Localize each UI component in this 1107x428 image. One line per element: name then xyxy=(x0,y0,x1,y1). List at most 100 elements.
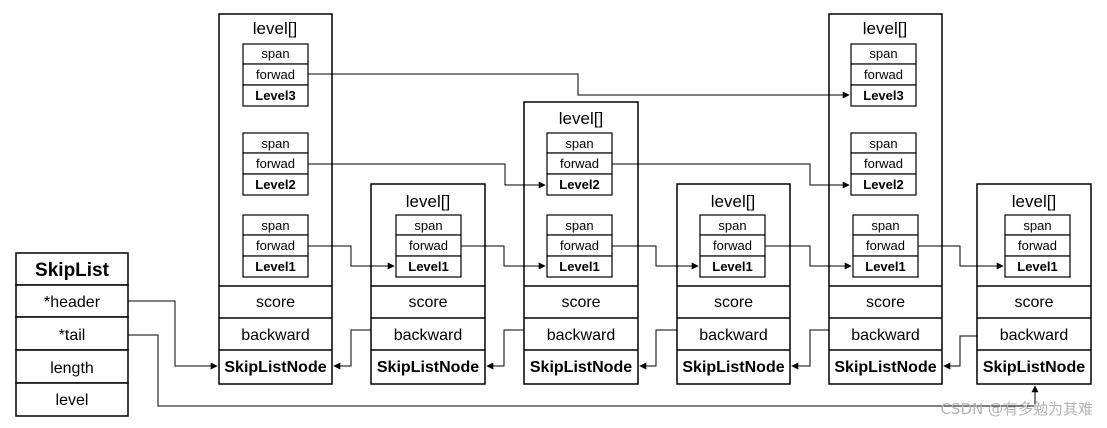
level-header: level[] xyxy=(1012,192,1056,211)
skiplist-node-4: level[] span forwad Level1 score backwar… xyxy=(676,183,791,385)
skiplist-node-5: level[] span forwad Level3 span forwad L… xyxy=(828,13,943,385)
level-field: level xyxy=(56,392,89,409)
level-label: Level3 xyxy=(255,88,295,103)
level-group-level1: span forwad Level1 xyxy=(699,214,766,278)
node-2-frame xyxy=(370,183,486,385)
level-header: level[] xyxy=(406,192,450,211)
span-label: span xyxy=(565,218,593,233)
backward-label: backward xyxy=(1000,327,1068,344)
level-label: Level1 xyxy=(408,259,448,274)
node-name: SkipListNode xyxy=(377,359,479,376)
level-group-level1: span forwad Level1 xyxy=(242,214,309,278)
watermark-text: CSDN @有多勉为其难 xyxy=(940,400,1093,418)
forward-label: forwad xyxy=(866,238,905,253)
score-label: score xyxy=(408,294,447,311)
span-label: span xyxy=(414,218,442,233)
level-header: level[] xyxy=(253,19,297,38)
level-label: Level2 xyxy=(255,177,295,192)
node-name: SkipListNode xyxy=(224,359,326,376)
forward-label: forwad xyxy=(256,67,295,82)
level-group-level3: span forwad Level3 xyxy=(850,43,917,107)
skiplist-node-1: level[] span forwad Level3 span forwad L… xyxy=(218,13,333,385)
score-label: score xyxy=(256,294,295,311)
backward-label: backward xyxy=(699,327,767,344)
level1-forward-arrow xyxy=(765,245,852,270)
backward-label: backward xyxy=(851,327,919,344)
level-label: Level1 xyxy=(1017,259,1057,274)
backward-arrow xyxy=(486,329,524,370)
list-pointers xyxy=(128,300,1039,407)
level-group-level2: span forwad Level2 xyxy=(242,132,309,196)
level-label: Level3 xyxy=(863,88,903,103)
level-header: level[] xyxy=(711,192,755,211)
span-label: span xyxy=(565,136,593,151)
forward-label: forwad xyxy=(1018,238,1057,253)
forward-label: forwad xyxy=(713,238,752,253)
span-label: span xyxy=(261,136,289,151)
node-4-frame xyxy=(676,183,791,385)
score-label: score xyxy=(1014,294,1053,311)
length-field: length xyxy=(50,360,94,377)
span-label: span xyxy=(869,46,897,61)
backward-pointers xyxy=(333,329,977,370)
level-field-cell xyxy=(15,382,129,417)
header-field: *header xyxy=(44,294,101,311)
span-label: span xyxy=(261,218,289,233)
skiplist-title-cell xyxy=(15,252,129,286)
forward-label: forwad xyxy=(864,156,903,171)
forward-label: forwad xyxy=(256,238,295,253)
forward-pointers xyxy=(308,73,1004,270)
level-label: Level1 xyxy=(255,259,295,274)
level1-forward-arrow xyxy=(308,245,395,270)
level1-forward-arrow xyxy=(918,245,1004,270)
level-label: Level1 xyxy=(712,259,752,274)
span-label: span xyxy=(718,218,746,233)
header-field-cell xyxy=(15,284,129,318)
backward-arrow xyxy=(639,329,677,370)
level-label: Level2 xyxy=(559,177,599,192)
header-pointer-arrow xyxy=(128,300,218,370)
span-label: span xyxy=(871,218,899,233)
tail-pointer-arrow xyxy=(128,334,1039,407)
node-6-frame xyxy=(976,183,1092,385)
forward-label: forwad xyxy=(560,238,599,253)
level-header: level[] xyxy=(863,19,907,38)
span-label: span xyxy=(869,136,897,151)
forward-label: forwad xyxy=(864,67,903,82)
level2-forward-arrow xyxy=(612,163,850,189)
score-label: score xyxy=(714,294,753,311)
level3-forward-arrow xyxy=(308,73,850,99)
backward-arrow xyxy=(943,335,977,370)
score-label: score xyxy=(561,294,600,311)
backward-arrow xyxy=(333,329,371,370)
tail-field: *tail xyxy=(59,327,86,344)
node-name: SkipListNode xyxy=(682,359,784,376)
forward-label: forwad xyxy=(560,156,599,171)
level-label: Level2 xyxy=(863,177,903,192)
span-label: span xyxy=(261,46,289,61)
level-group-level3: span forwad Level3 xyxy=(242,43,309,107)
level1-forward-arrow xyxy=(461,245,546,270)
level-group-level1: span forwad Level1 xyxy=(1004,214,1071,278)
level-group-level1: span forwad Level1 xyxy=(395,214,462,278)
backward-arrow xyxy=(791,329,829,370)
span-label: span xyxy=(1023,218,1051,233)
node-name: SkipListNode xyxy=(834,359,936,376)
skiplist-node-6: level[] span forwad Level1 score backwar… xyxy=(976,183,1092,385)
skiplist-struct: SkipList *header *tail length level xyxy=(15,252,129,417)
skiplist-node-2: level[] span forwad Level1 score backwar… xyxy=(370,183,486,385)
level1-forward-arrow xyxy=(612,245,699,270)
level-header: level[] xyxy=(559,109,603,128)
forward-label: forwad xyxy=(409,238,448,253)
skiplist-node-3: level[] span forwad Level2 span forwad L… xyxy=(523,101,639,385)
level2-forward-arrow xyxy=(308,163,546,189)
level-group-level1: span forwad Level1 xyxy=(852,214,919,278)
node-name: SkipListNode xyxy=(983,359,1085,376)
skiplist-title: SkipList xyxy=(35,260,110,281)
level-group-level1: span forwad Level1 xyxy=(546,214,613,278)
backward-label: backward xyxy=(241,327,309,344)
level-group-level2: span forwad Level2 xyxy=(546,132,613,196)
forward-label: forwad xyxy=(256,156,295,171)
score-label: score xyxy=(866,294,905,311)
